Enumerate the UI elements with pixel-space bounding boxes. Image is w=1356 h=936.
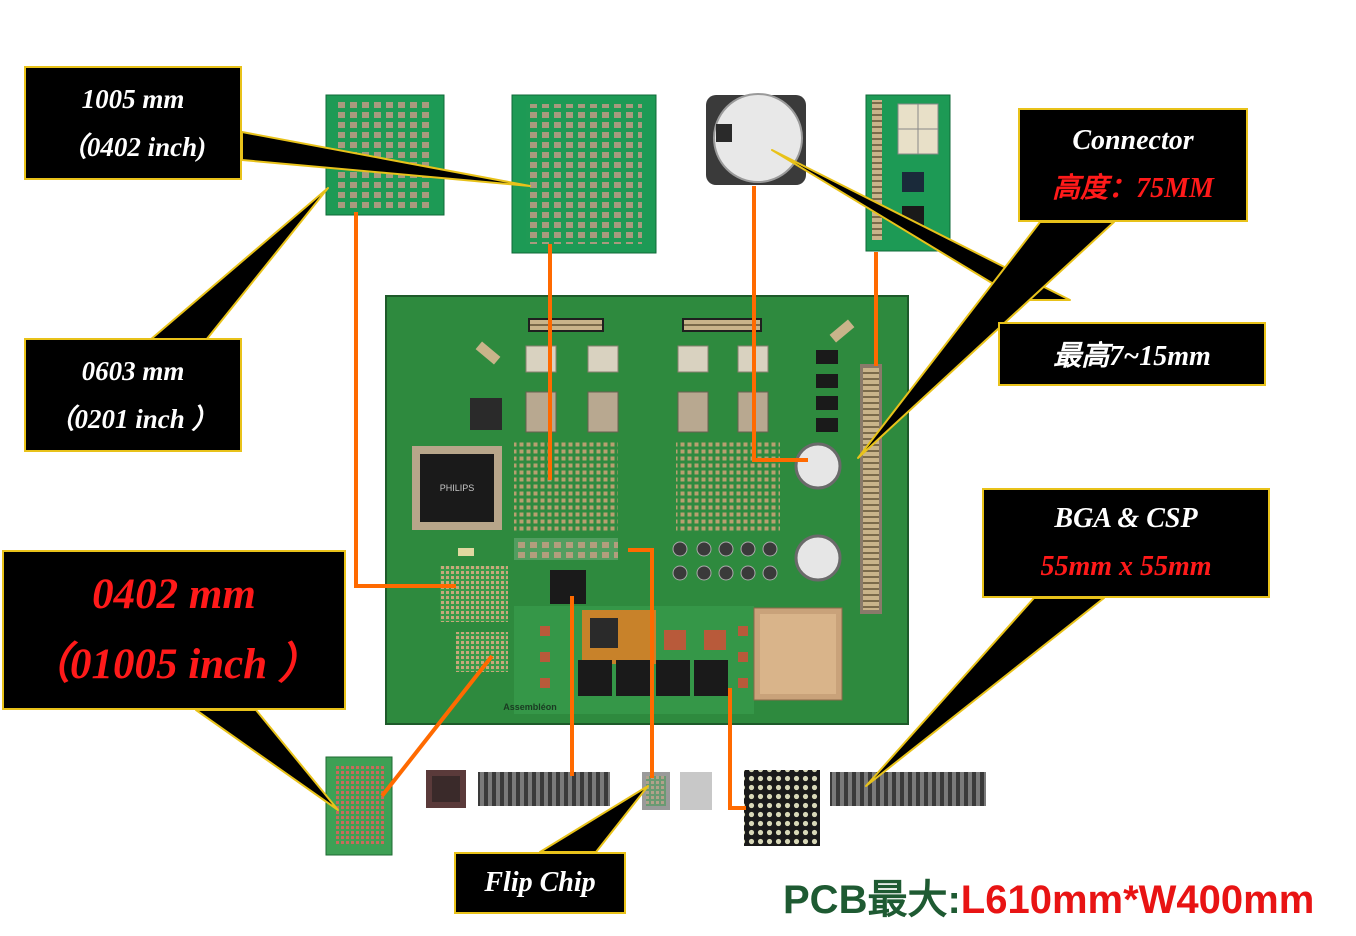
closeup-flipchip-die-1 bbox=[642, 772, 670, 810]
callout-bga-title: BGA & CSP bbox=[1054, 503, 1198, 534]
callout-0402-size: 0402 mm bbox=[92, 571, 256, 618]
callout-connector: Connector 高度：75MM bbox=[1018, 108, 1248, 222]
main-pcb-board: PHILIPS bbox=[385, 295, 909, 725]
callout-0603: 0603 mm （0201 inch ） bbox=[24, 338, 242, 452]
closeup-small-qfn bbox=[426, 770, 466, 808]
callout-1005-size: 1005 mm bbox=[81, 84, 185, 114]
callout-connector-title: Connector bbox=[1072, 125, 1194, 156]
board-label: Assembléon bbox=[503, 702, 557, 712]
callout-bga-csp: BGA & CSP 55mm x 55mm bbox=[982, 488, 1270, 598]
callout-max-height: 最高7~15mm bbox=[998, 322, 1266, 386]
callout-max-height-text: 最高7~15mm bbox=[1053, 341, 1211, 372]
pcb-max-value: L610mm*W400mm bbox=[960, 878, 1315, 922]
closeup-connector-board bbox=[865, 94, 951, 252]
callout-1005: 1005 mm （0402 inch) bbox=[24, 66, 242, 180]
pointer-lines bbox=[354, 186, 878, 810]
closeup-flipchip-die-2 bbox=[680, 772, 712, 810]
pcb-max-size: PCB最大:L610mm*W400mm bbox=[783, 880, 1314, 920]
closeup-0603-board bbox=[511, 94, 657, 254]
callout-flip-chip: Flip Chip bbox=[454, 852, 626, 914]
pcb-max-label: PCB最大: bbox=[783, 878, 961, 922]
closeup-bga-side bbox=[830, 772, 986, 806]
callout-1005-inch: （0402 inch) bbox=[59, 132, 207, 162]
callout-bga-size: 55mm x 55mm bbox=[1040, 551, 1212, 582]
closeup-flipchip-side-a bbox=[478, 772, 610, 806]
callout-connector-height: 高度：75MM bbox=[1052, 173, 1214, 204]
closeup-01005-board bbox=[325, 756, 393, 856]
closeup-1005-board bbox=[325, 94, 445, 216]
callout-tails bbox=[149, 131, 1115, 853]
callout-0603-size: 0603 mm bbox=[81, 356, 185, 386]
closeup-bga-bottom bbox=[744, 770, 820, 846]
callout-0402-inch: （01005 inch ） bbox=[27, 641, 321, 688]
callout-flip-chip-text: Flip Chip bbox=[484, 867, 596, 898]
callout-0402: 0402 mm （01005 inch ） bbox=[2, 550, 346, 710]
callout-0603-inch: （0201 inch ） bbox=[47, 404, 219, 434]
closeup-coin-cell bbox=[706, 93, 806, 185]
chip-brand-label: PHILIPS bbox=[440, 483, 475, 493]
